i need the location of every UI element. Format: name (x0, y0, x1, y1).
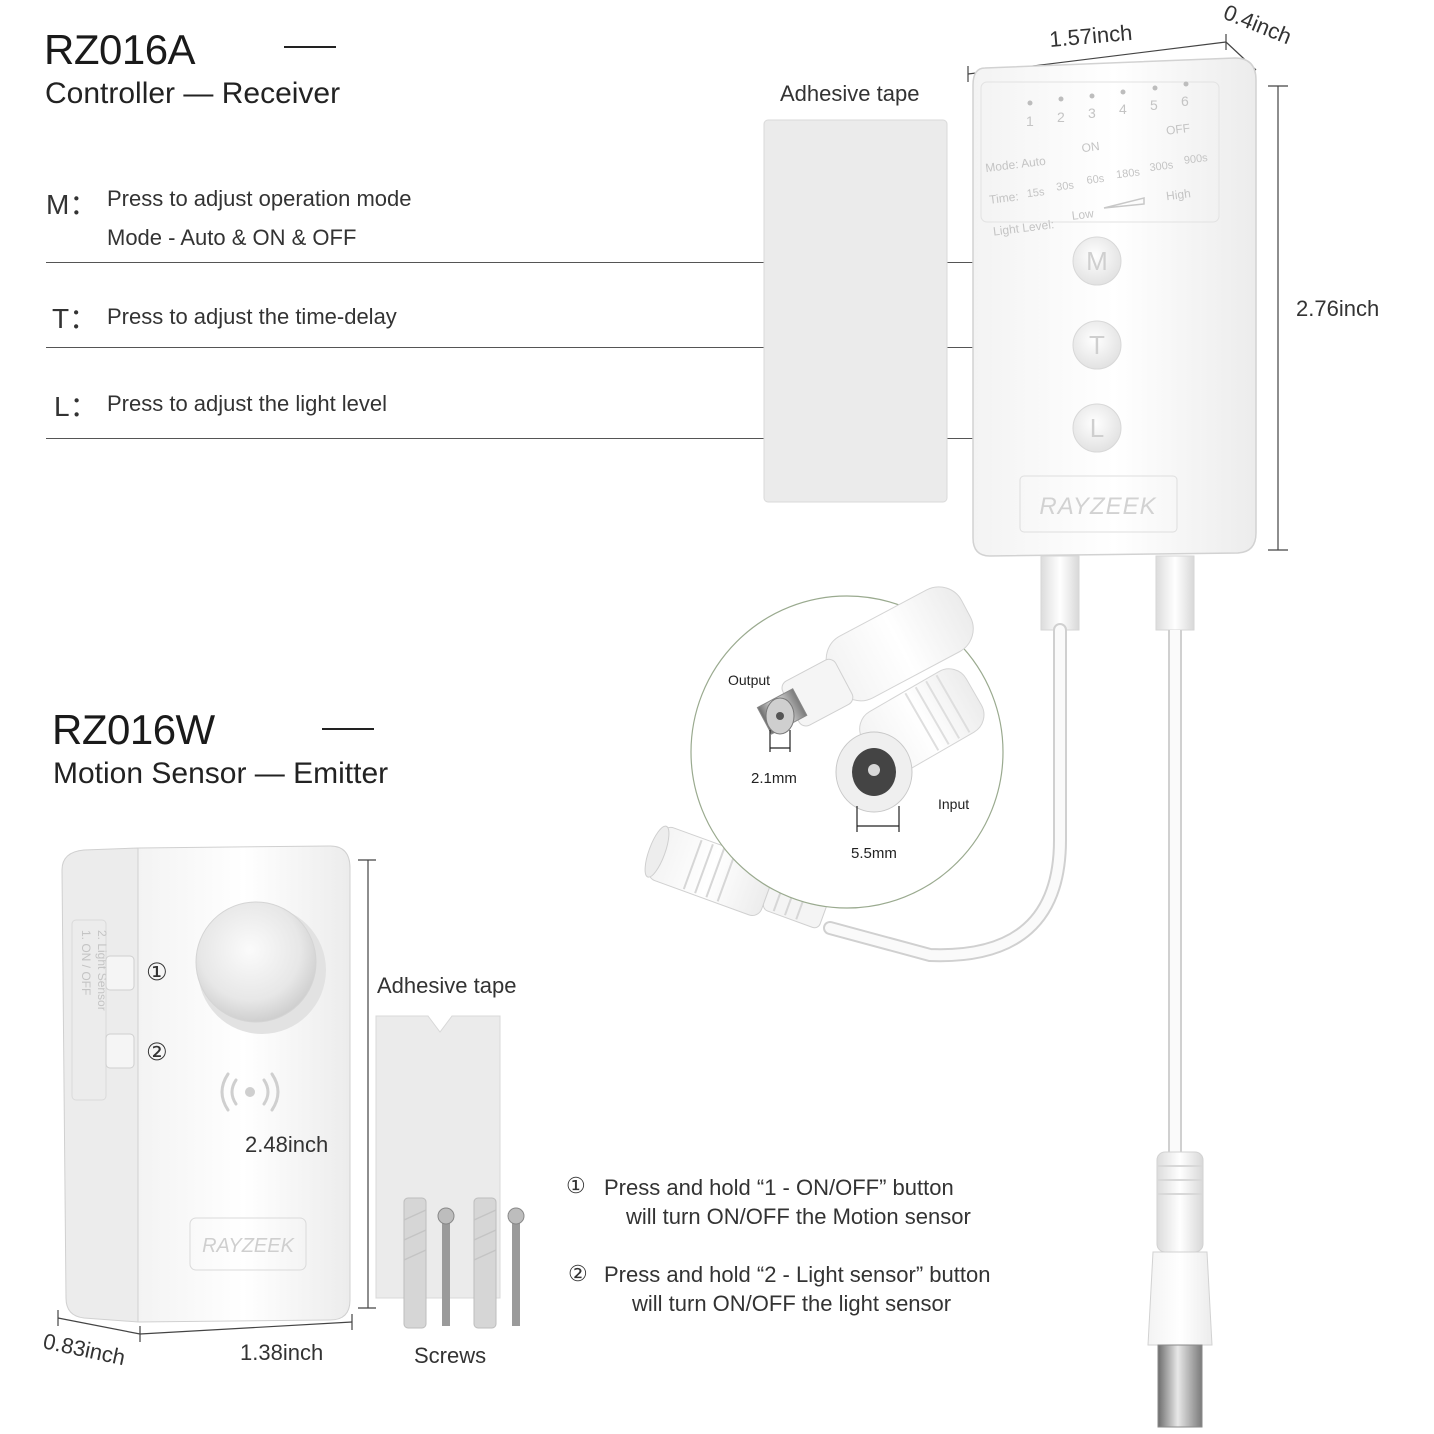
panel-mode-on: ON (1081, 139, 1101, 155)
receiver-height-dim: 2.76inch (1296, 296, 1379, 321)
panel-number-5: 5 (1150, 97, 1158, 113)
emitter-marker-2: ② (146, 1038, 168, 1066)
panel-mode-off: OFF (1165, 121, 1191, 138)
instruction-2-line2: will turn ON/OFF the light sensor (632, 1291, 952, 1316)
panel-number-1: 1 (1026, 113, 1034, 129)
receiver-led-dots (1027, 81, 1189, 106)
screws-label: Screws (414, 1343, 487, 1368)
instruction-1-line2: will turn ON/OFF the Motion sensor (626, 1204, 971, 1229)
button-m-leader-line (46, 262, 1056, 263)
instruction-2-line1: Press and hold “2 - Light sensor” button (604, 1262, 991, 1287)
l-button-letter: L (1090, 413, 1104, 443)
panel-number-2: 2 (1057, 109, 1065, 125)
emitter-width-dim: 1.38inch (240, 1340, 323, 1365)
wall-anchor-1 (403, 1197, 427, 1329)
emitter-model: RZ016W (52, 706, 215, 753)
wall-anchor-2 (473, 1197, 497, 1329)
barrel-dimension: 5.5mm (851, 845, 897, 862)
instruction-2-marker: ② (568, 1261, 588, 1286)
emitter-height-dim: 2.48inch (245, 1132, 328, 1157)
receiver-buttons: M T L (1072, 236, 1122, 453)
button-l-leader-line (46, 438, 1056, 439)
emitter-button-2 (105, 1033, 135, 1069)
emitter-button-1 (105, 955, 135, 991)
screw-2 (512, 1218, 520, 1326)
emitter-marker-1: ① (146, 958, 168, 986)
pin-dimension: 2.1mm (751, 770, 797, 787)
screw-1 (442, 1218, 450, 1326)
connector-zoom-circle: Output Input 2.1mm 5.5mm (690, 586, 1004, 909)
pir-dome (195, 901, 317, 1023)
receiver-width-dim: 1.57inch (1048, 20, 1133, 52)
panel-time-label: Time: (988, 189, 1019, 206)
receiver-subtitle: Controller — Receiver (45, 77, 341, 110)
output-label: Output (728, 672, 770, 688)
button-t-key: T： (52, 303, 98, 334)
screws-and-anchors (403, 1197, 525, 1329)
panel-time-30s: 30s (1056, 179, 1076, 193)
wireless-dot (245, 1087, 255, 1097)
receiver-label-panel (980, 81, 1220, 223)
receiver-model: RZ016A (44, 26, 196, 73)
receiver-brand-text: RAYZEEK (1039, 493, 1156, 520)
emitter-dimension-lines (57, 859, 376, 1342)
emitter-brand-plate (189, 1217, 307, 1271)
male-plug (1147, 1151, 1213, 1428)
instruction-1-marker: ① (566, 1173, 586, 1198)
panel-number-6: 6 (1181, 93, 1189, 109)
l-button (1072, 403, 1122, 453)
receiver-title-dash (284, 46, 336, 48)
panel-time-900s: 900s (1183, 152, 1209, 167)
button-m-desc-line1: Press to adjust operation mode (107, 186, 412, 211)
button-t-desc: Press to adjust the time-delay (107, 304, 397, 329)
emitter-title-dash (322, 728, 374, 730)
receiver-adhesive-tape (763, 119, 948, 503)
panel-light-low: Low (1071, 206, 1095, 223)
receiver-depth-dim: 0.4inch (1220, 0, 1295, 49)
panel-light-high: High (1165, 186, 1191, 203)
t-button (1072, 320, 1122, 370)
emitter-subtitle: Motion Sensor — Emitter (53, 757, 389, 790)
panel-time-300s: 300s (1149, 159, 1175, 174)
receiver-brand-plate (1019, 475, 1178, 533)
button-t-leader-line (46, 347, 1056, 348)
wireless-icon (220, 1072, 280, 1112)
panel-time-60s: 60s (1086, 173, 1106, 187)
m-button-letter: M (1086, 246, 1108, 276)
receiver-body (972, 57, 1257, 557)
emitter-side-label-2: 2. Light Sensor (95, 930, 109, 1011)
receiver-adhesive-label: Adhesive tape (780, 81, 920, 106)
instruction-1-line1: Press and hold “1 - ON/OFF” button (604, 1175, 954, 1200)
panel-time-15s: 15s (1026, 186, 1046, 200)
m-button (1072, 236, 1122, 286)
receiver-cables (823, 555, 1195, 1160)
panel-time-180s: 180s (1115, 166, 1141, 181)
panel-number-3: 3 (1088, 105, 1096, 121)
emitter-brand-text: RAYZEEK (202, 1235, 296, 1257)
emitter-adhesive-label: Adhesive tape (377, 973, 517, 998)
t-button-letter: T (1089, 330, 1105, 360)
panel-number-4: 4 (1119, 101, 1127, 117)
button-m-key: M： (46, 189, 98, 220)
emitter-side-label-1: 1. ON / OFF (79, 930, 93, 995)
button-l-desc: Press to adjust the light level (107, 391, 388, 416)
emitter-device: 1. ON / OFF 2. Light Sensor ① ② RAYZEEK (61, 845, 351, 1323)
input-label: Input (938, 796, 969, 812)
emitter-depth-dim: 0.83inch (41, 1328, 128, 1370)
button-l-key: L： (54, 391, 98, 422)
button-m-desc-line2: Mode - Auto & ON & OFF (107, 225, 357, 250)
